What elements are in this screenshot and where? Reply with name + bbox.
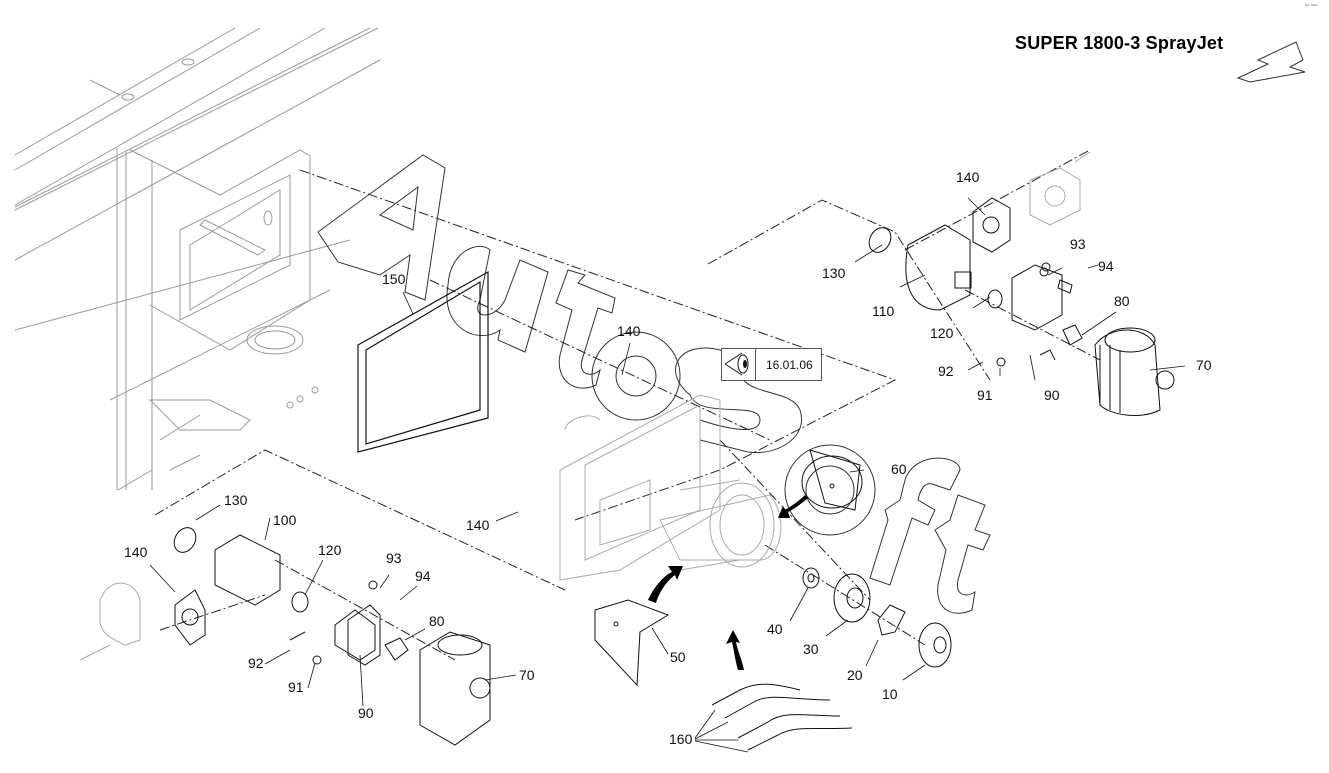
eye-icon xyxy=(722,349,756,380)
callout-130[interactable]: 130 xyxy=(224,492,248,508)
callout-140[interactable]: 140 xyxy=(617,323,641,339)
left-assembly xyxy=(79,527,491,746)
corner-mark: ▫▫ ▫▫▫ xyxy=(1305,3,1318,9)
callout-10[interactable]: 10 xyxy=(882,686,898,702)
pump-housing xyxy=(559,394,782,581)
right-assembly xyxy=(868,151,1175,416)
callout-94[interactable]: 94 xyxy=(1098,258,1114,274)
revision-date: 16.01.06 xyxy=(766,358,813,372)
assembly-outline xyxy=(154,149,1101,661)
callout-60[interactable]: 60 xyxy=(891,461,907,477)
coupling-parts xyxy=(594,449,952,687)
callout-50[interactable]: 50 xyxy=(670,649,686,665)
cable-set-160 xyxy=(711,683,853,751)
callout-91[interactable]: 91 xyxy=(288,679,304,695)
callout-140[interactable]: 140 xyxy=(956,169,980,185)
callout-70[interactable]: 70 xyxy=(1196,357,1212,373)
callout-70[interactable]: 70 xyxy=(519,667,535,683)
callout-80[interactable]: 80 xyxy=(1114,293,1130,309)
callout-110[interactable]: 110 xyxy=(872,303,895,319)
callout-30[interactable]: 30 xyxy=(803,641,819,657)
callout-94[interactable]: 94 xyxy=(415,568,431,584)
leader-lines xyxy=(149,197,1186,753)
callout-92[interactable]: 92 xyxy=(248,655,264,671)
callout-120[interactable]: 120 xyxy=(318,542,342,558)
callout-130[interactable]: 130 xyxy=(822,265,846,281)
callout-100[interactable]: 100 xyxy=(273,512,297,528)
callout-80[interactable]: 80 xyxy=(429,613,445,629)
assembly-arrows xyxy=(648,41,1306,670)
callout-160[interactable]: 160 xyxy=(669,731,693,747)
callout-93[interactable]: 93 xyxy=(386,550,402,566)
callout-92[interactable]: 92 xyxy=(938,363,954,379)
callout-40[interactable]: 40 xyxy=(767,621,783,637)
callout-90[interactable]: 90 xyxy=(1044,387,1060,403)
callout-90[interactable]: 90 xyxy=(358,705,374,721)
watermark-outline xyxy=(317,154,991,614)
revision-stamp: 16.01.06 xyxy=(721,348,822,381)
callout-140[interactable]: 140 xyxy=(466,517,490,533)
diagram-title: SUPER 1800-3 SprayJet xyxy=(1015,33,1224,53)
callout-91[interactable]: 91 xyxy=(977,387,993,403)
callout-120[interactable]: 120 xyxy=(930,325,954,341)
gasket-150 xyxy=(357,270,489,453)
callout-93[interactable]: 93 xyxy=(1070,236,1086,252)
callout-140[interactable]: 140 xyxy=(124,544,148,560)
callout-20[interactable]: 20 xyxy=(847,667,863,683)
callout-150[interactable]: 150 xyxy=(382,271,406,287)
frame-chassis xyxy=(14,27,381,491)
